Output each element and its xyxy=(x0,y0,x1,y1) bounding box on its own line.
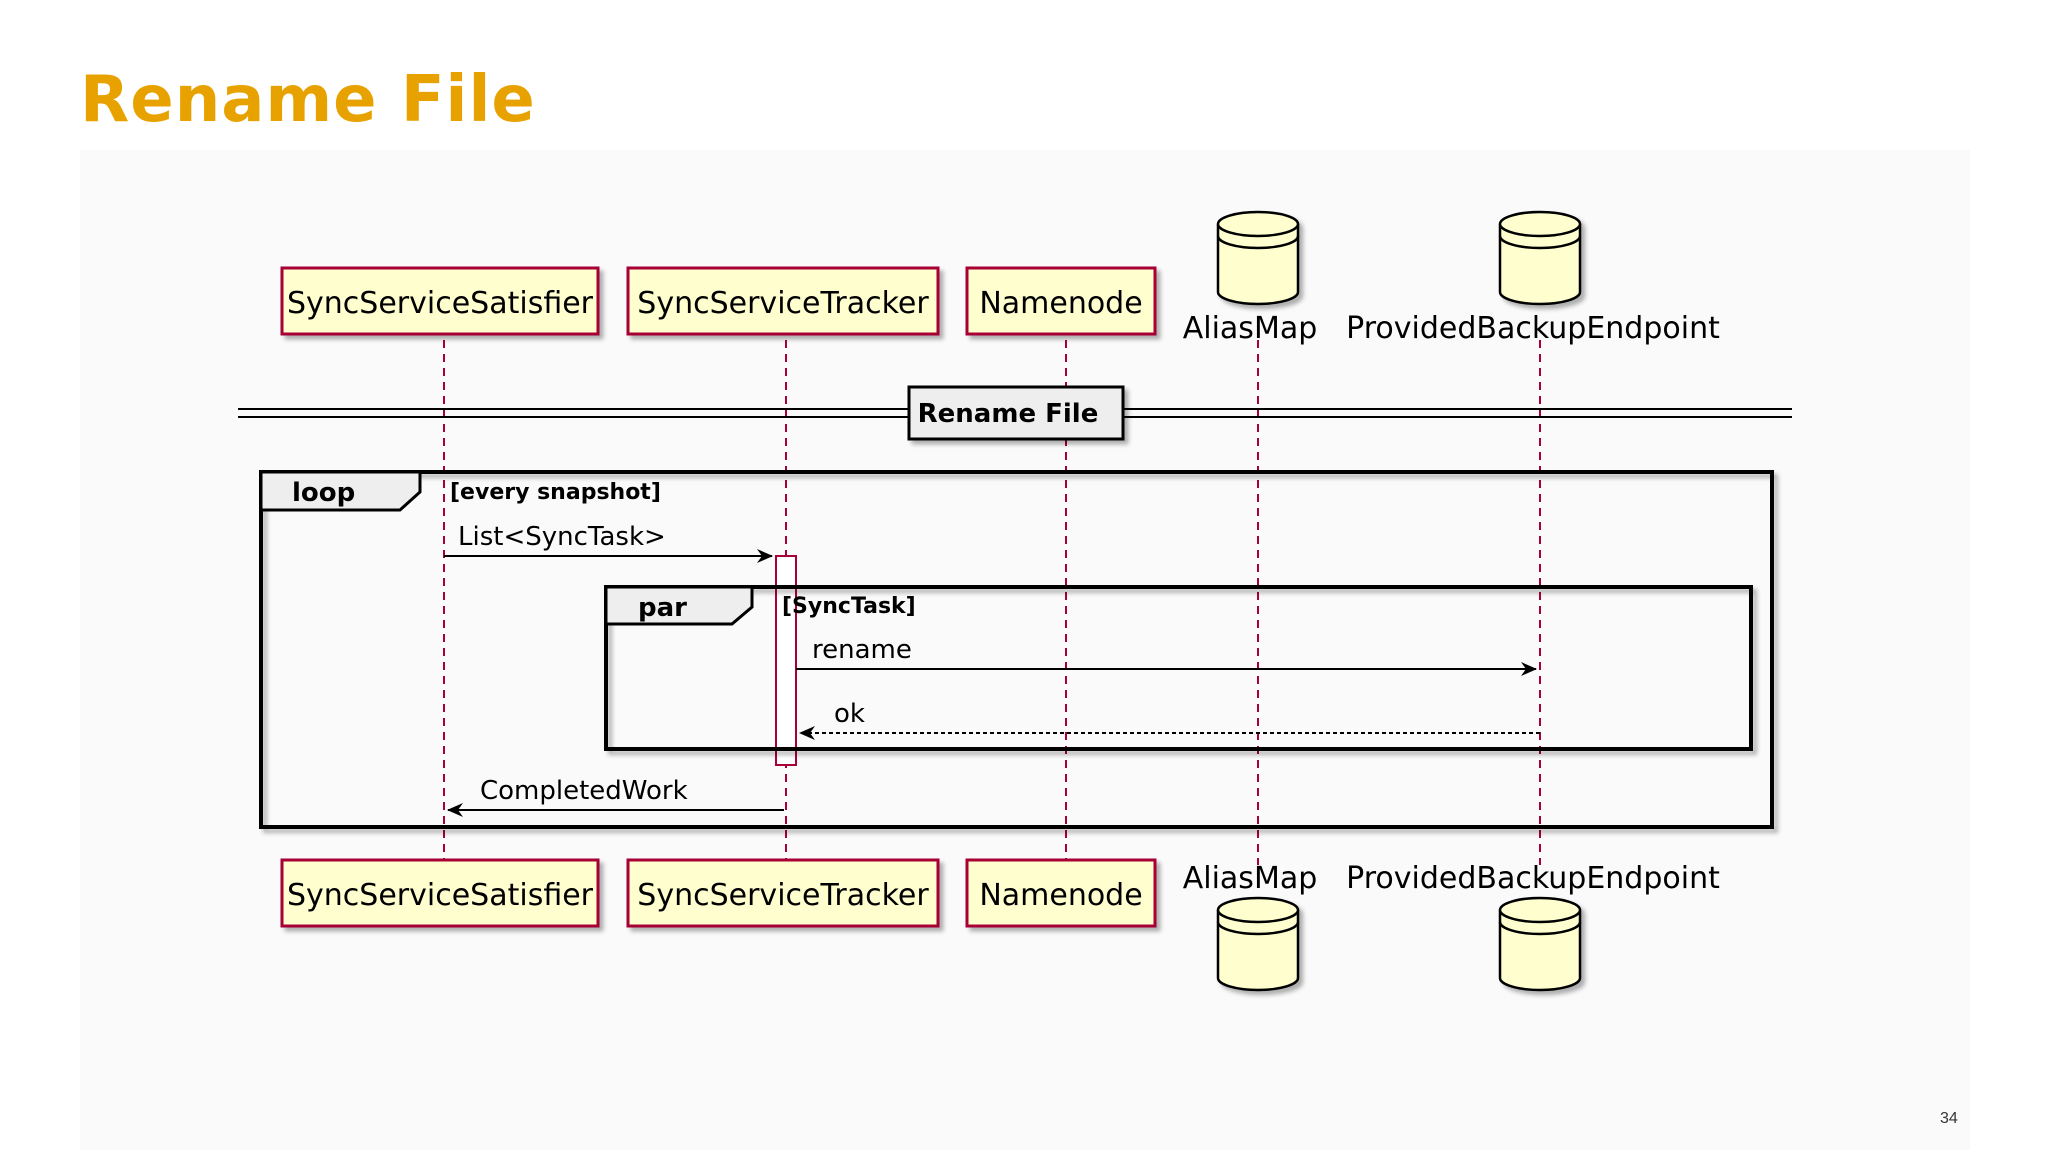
message-list-label: List<SyncTask> xyxy=(458,522,666,552)
participant-aliasmap-bottom-label: AliasMap xyxy=(1183,861,1318,896)
participant-aliasmap-bottom: AliasMap xyxy=(1183,861,1318,992)
participant-endpoint-bottom-label: ProvidedBackupEndpoint xyxy=(1346,861,1720,896)
page-number: 34 xyxy=(1940,1110,1958,1127)
participant-namenode-bottom: Namenode xyxy=(965,858,1157,928)
divider: Rename File xyxy=(238,385,1792,441)
participant-satisfier-bottom-label: SyncServiceSatisfier xyxy=(287,878,594,913)
loop-guard: [every snapshot] xyxy=(450,480,661,505)
participant-namenode-top: Namenode xyxy=(965,266,1157,336)
database-icon xyxy=(1498,210,1582,306)
loop-tab xyxy=(259,470,422,512)
participants-top: SyncServiceSatisfier SyncServiceTracker … xyxy=(280,210,1720,346)
message-completed-label: CompletedWork xyxy=(480,776,688,806)
participant-satisfier-top: SyncServiceSatisfier xyxy=(280,266,600,336)
divider-box xyxy=(907,385,1125,441)
participant-namenode-bottom-label: Namenode xyxy=(979,878,1142,913)
participant-satisfier-top-label: SyncServiceSatisfier xyxy=(287,286,594,321)
slide-title: Rename File xyxy=(80,63,536,137)
participant-aliasmap-top-label: AliasMap xyxy=(1183,311,1318,346)
par-frame: par [SyncTask] xyxy=(604,585,1753,751)
loop-frame: loop [every snapshot] xyxy=(259,470,1774,829)
database-icon xyxy=(1498,896,1582,992)
loop-label: loop xyxy=(292,478,355,508)
par-label: par xyxy=(638,593,687,623)
messages: List<SyncTask> rename ok CompletedWork xyxy=(444,522,1540,817)
lifelines xyxy=(443,340,1541,865)
message-rename-label: rename xyxy=(812,635,912,665)
participant-endpoint-bottom: ProvidedBackupEndpoint xyxy=(1346,861,1720,992)
par-guard: [SyncTask] xyxy=(782,594,916,619)
participant-tracker-bottom-label: SyncServiceTracker xyxy=(637,878,929,913)
database-icon xyxy=(1216,210,1300,306)
par-tab xyxy=(604,585,754,626)
participant-tracker-top: SyncServiceTracker xyxy=(626,266,940,336)
activation-bar xyxy=(775,555,797,766)
database-icon xyxy=(1216,896,1300,992)
participant-endpoint-top: ProvidedBackupEndpoint xyxy=(1346,210,1720,346)
participant-endpoint-top-label: ProvidedBackupEndpoint xyxy=(1346,311,1720,346)
participant-tracker-bottom: SyncServiceTracker xyxy=(626,858,940,928)
participant-aliasmap-top: AliasMap xyxy=(1183,210,1318,346)
message-ok-label: ok xyxy=(834,699,865,729)
participant-tracker-top-label: SyncServiceTracker xyxy=(637,286,929,321)
divider-label: Rename File xyxy=(918,399,1099,429)
participant-satisfier-bottom: SyncServiceSatisfier xyxy=(280,858,600,928)
participant-namenode-top-label: Namenode xyxy=(979,286,1142,321)
participants-bottom: SyncServiceSatisfier SyncServiceTracker … xyxy=(280,858,1720,992)
